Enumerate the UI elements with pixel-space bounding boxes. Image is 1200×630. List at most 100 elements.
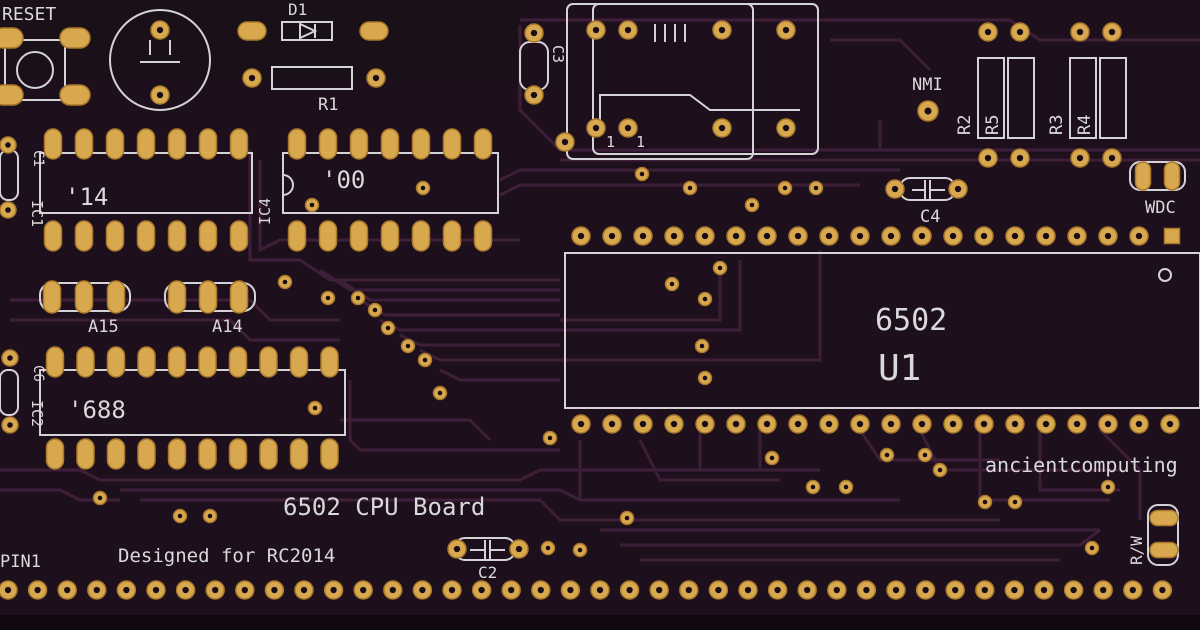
u1-top-pad-hole [918,232,926,240]
via-hole [312,405,318,411]
u1-pin1-pad [1163,227,1181,245]
u1-bottom-pad-hole [794,420,802,428]
r4-outline [1099,57,1127,139]
label-r2: R2 [955,115,975,135]
via-hole [422,357,428,363]
silkscreen-labels: RESET D1 R1 C3 NMI R2 R5 R3 R4 C1 IC1 '1… [0,0,1178,582]
u1-outline [564,252,1200,409]
via-hole [813,185,819,191]
crystal-outline-2 [592,3,819,155]
reset-button-pad [59,84,91,106]
u1-bottom-pad-hole [639,420,647,428]
reset-button-pad [0,27,24,49]
via-hole [309,202,315,208]
edge-connector-pad-hole [685,586,692,594]
reset-button-pad [59,27,91,49]
edge-connector-pad-hole [1100,586,1107,594]
via-hole [717,265,723,271]
via-hole [982,499,988,505]
label-chip-00: '00 [322,166,365,194]
edge-connector-pad-hole [804,586,811,594]
via-hole [207,513,213,519]
edge-connector-pad-hole [1011,586,1018,594]
ic2-bottom-pad [76,438,95,470]
c6-pad-hole [7,355,13,361]
u1-bottom-pad-hole [763,420,771,428]
u1-top-pad-hole [670,232,678,240]
ic2-top-pad [259,346,278,378]
via-hole [355,295,361,301]
reset-cap-outline [109,9,211,111]
ic4-bottom-pad [380,220,400,252]
edge-connector-pad-hole [922,586,929,594]
ic4-bottom-pad [442,220,462,252]
crystal-pad-hole [624,26,632,34]
label-a14: A14 [212,317,243,337]
ic2-outline [39,369,346,436]
u1-top-pad-hole [608,232,616,240]
u1-bottom-pad-hole [732,420,740,428]
crystal-pad-hole [561,138,569,146]
ic1-top-pad [74,128,94,160]
u1-top-pad-hole [763,232,771,240]
ic4-top-pad [473,128,493,160]
edge-connector-pad-hole [389,586,396,594]
ic1-top-pad [229,128,249,160]
label-crystal-pin1-a: 1 [606,133,615,151]
ic2-bottom-pad [45,438,65,470]
edge-connector-pad-hole [892,586,900,594]
u1-top-pad-hole [856,232,864,240]
via-hole [669,281,675,287]
label-c4: C4 [920,207,940,227]
via-hole [810,484,816,490]
u1-bottom-pad-hole [1042,420,1050,428]
via-hole [545,545,551,551]
via-hole [843,484,849,490]
wdc-jumper-pad [1134,161,1152,191]
via-hole [769,455,775,461]
label-r1: R1 [318,95,338,115]
crystal-symbol [654,24,686,42]
label-chip-14: '14 [65,183,108,211]
edge-connector-pad-hole [952,586,959,594]
label-c2: C2 [478,563,497,582]
edge-connector-pad-hole [508,586,515,594]
via-hole [922,452,928,458]
u1-bottom-pad-hole [949,420,957,428]
ic1-top-pad [136,128,156,160]
ic4-top-pad [380,128,400,160]
via-hole [177,513,183,519]
via-hole [1089,545,1095,551]
edge-connector-pad-hole [93,586,100,594]
label-chip-688: '688 [68,396,126,424]
ic4-top-pad [411,128,431,160]
via-hole [624,515,630,521]
ic1-bottom-pad [198,220,218,252]
ic1-bottom-pad [105,220,125,252]
u1-top-pad-hole [639,232,647,240]
reset-cap-pad-hole [156,91,164,99]
rw-jumper-outline [1147,504,1179,566]
u1-bottom-pad-hole [670,420,678,428]
ic2-top-pad [289,346,309,378]
via-hole [702,375,708,381]
via-hole [405,343,411,349]
d1-pad [237,21,267,41]
via-hole [1012,499,1018,505]
edge-connector-pad-hole [715,586,722,594]
ic4-bottom-pad [349,220,369,252]
board-edge [0,615,1200,630]
edge-connector-pad-hole [833,586,840,594]
d1-pad [359,21,389,41]
ic2-bottom-pad [320,438,339,470]
crystal-pad-hole [592,26,600,34]
label-nmi: NMI [912,75,943,95]
edge-connector-pad-hole [981,586,988,594]
edge-connector-pad-hole [419,586,426,594]
edge-connector-pad-hole [448,586,456,594]
label-r3: R3 [1047,115,1067,135]
u1-bottom-pad-hole [887,420,895,428]
edge-connector-pad-hole [1159,586,1166,594]
reset-button-outline [4,39,66,101]
u1-bottom-pad-hole [918,420,926,428]
